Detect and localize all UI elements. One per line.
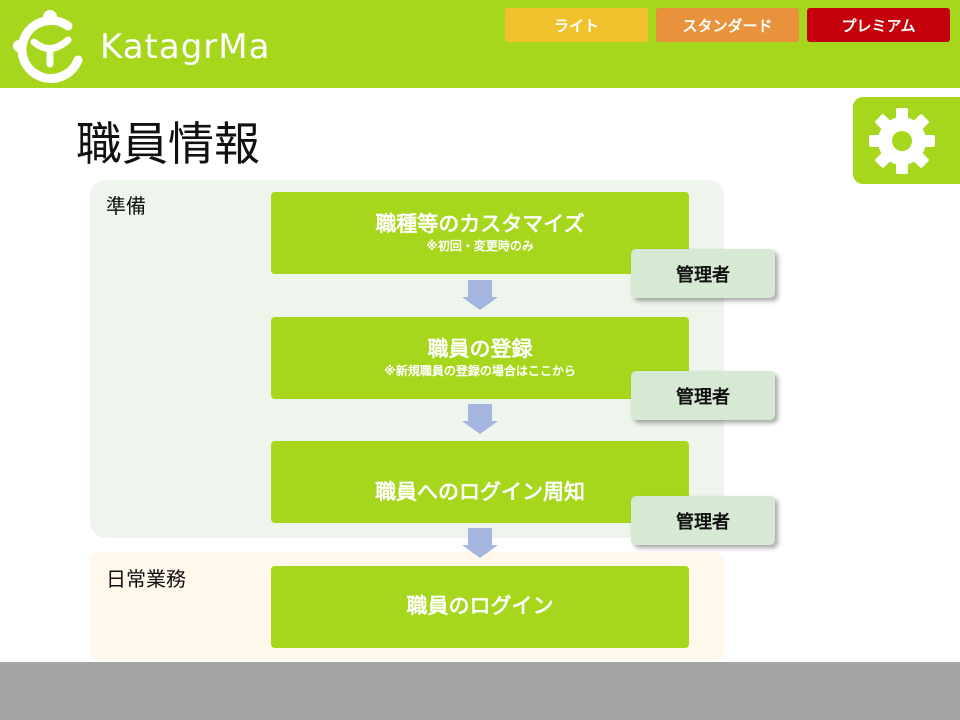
step-title: 職員の登録 [427, 338, 533, 361]
step-note: ※新規職員の登録の場合はここから [384, 364, 576, 378]
section-label-daily: 日常業務 [106, 569, 186, 591]
role-badge-admin: 管理者 [631, 371, 775, 420]
katagrma-logo-icon[interactable] [6, 4, 90, 84]
step-notify-staff-login[interactable]: 職員へのログイン周知 [271, 441, 689, 523]
footer-bar [0, 662, 960, 720]
section-label-preparation: 準備 [106, 196, 146, 218]
step-title: 職種等のカスタマイズ [375, 213, 585, 236]
step-customize-job-types[interactable]: 職種等のカスタマイズ ※初回・変更時のみ [271, 192, 689, 274]
down-arrow-icon [462, 528, 498, 558]
role-badge-admin: 管理者 [631, 249, 775, 298]
step-title: 職員のログイン [406, 595, 554, 618]
step-note: ※初回・変更時のみ [426, 239, 534, 253]
step-register-staff[interactable]: 職員の登録 ※新規職員の登録の場合はここから [271, 317, 689, 399]
plan-lite-button[interactable]: ライト [505, 8, 648, 42]
top-header: KatagrMa ライト スタンダード プレミアム [0, 0, 960, 88]
down-arrow-icon [462, 404, 498, 434]
role-badge-admin: 管理者 [631, 496, 775, 545]
gear-icon [868, 107, 935, 174]
down-arrow-icon [462, 280, 498, 310]
page-title: 職員情報 [76, 118, 260, 170]
settings-button[interactable] [853, 97, 960, 184]
plan-standard-button[interactable]: スタンダード [656, 8, 799, 42]
brand-name: KatagrMa [100, 27, 271, 67]
step-staff-login[interactable]: 職員のログイン [271, 566, 689, 648]
step-title: 職員へのログイン周知 [375, 481, 585, 504]
plan-premium-button[interactable]: プレミアム [807, 8, 950, 42]
